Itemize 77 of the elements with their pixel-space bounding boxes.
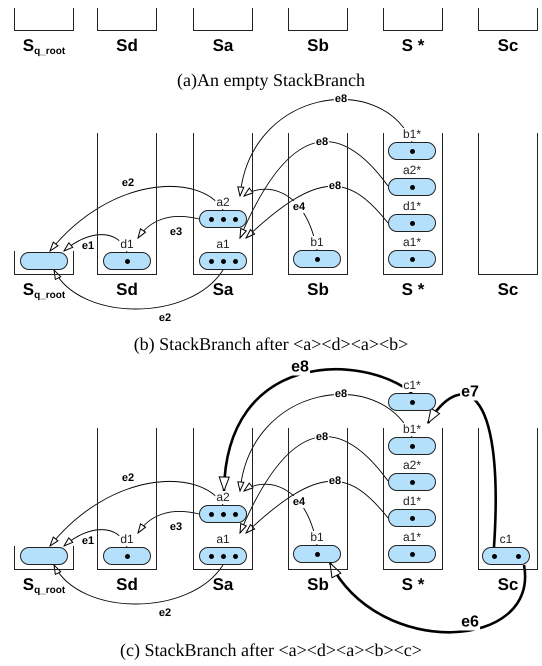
arrow — [246, 480, 388, 534]
edge-label: e3 — [168, 521, 184, 533]
entry-label: c1 — [498, 533, 514, 546]
edge-label: e8 — [290, 358, 310, 376]
arrow — [64, 234, 128, 252]
stack-label: Sa — [212, 37, 234, 55]
arrow — [50, 481, 224, 546]
stack-label: Sa — [212, 576, 234, 594]
entry-label: d1 — [119, 533, 135, 546]
entry-label: b1* — [402, 128, 422, 141]
arrow — [64, 529, 128, 548]
edge-label: e8 — [328, 180, 342, 192]
edge-label: e2 — [158, 312, 172, 324]
edge-label: e1 — [80, 535, 96, 547]
stack-label: Sd — [115, 281, 139, 299]
entry-label: c1* — [402, 379, 422, 392]
edge-label: e7 — [460, 384, 480, 400]
entry-label: b1 — [309, 531, 325, 544]
arrow — [244, 188, 318, 250]
arrow — [426, 393, 497, 548]
entry-label: a1 — [215, 533, 231, 546]
arrow — [244, 483, 318, 546]
arrow — [238, 394, 412, 492]
stack-label: S$_{q_root}$ — [22, 281, 66, 303]
arrow — [138, 216, 200, 238]
entry-label: a2* — [402, 459, 422, 472]
stack-label: S * — [400, 281, 426, 299]
edge-label: e2 — [120, 472, 136, 484]
entry-label: b1 — [309, 236, 325, 249]
edge-label: e8 — [334, 93, 348, 105]
stack-label: Sa — [212, 281, 234, 299]
entry-label: a2 — [215, 196, 231, 209]
figure-caption: (c) StackBranch after <a><d><a><b><c> — [119, 640, 423, 661]
entry-label: a1 — [215, 238, 231, 251]
edge-label: e8 — [328, 475, 342, 487]
stack-label: Sc — [496, 281, 520, 299]
edge-label: e2 — [120, 177, 136, 189]
entry-label: a2 — [215, 491, 231, 504]
edge-label: e3 — [168, 226, 184, 238]
stack-label: Sc — [496, 37, 520, 55]
edge-label: e8 — [334, 388, 348, 400]
stack-label: Sb — [306, 37, 330, 55]
entry-label: b1* — [402, 423, 422, 436]
stack-label: Sd — [115, 576, 139, 594]
stack-label: S$_{q_root}$ — [22, 576, 66, 598]
entry-label: d1* — [402, 495, 422, 508]
stack-label: Sc — [496, 576, 520, 594]
edge-label: e8 — [314, 136, 330, 148]
arrow — [240, 436, 388, 534]
entry-label: a1* — [402, 236, 422, 249]
arrow — [220, 368, 413, 492]
stack-label: Sb — [306, 281, 330, 299]
edge-label: e4 — [292, 496, 306, 508]
arrow — [240, 141, 388, 238]
stack-label: S * — [400, 576, 426, 594]
figure-caption: (b) StackBranch after <a><d><a><b> — [132, 334, 410, 355]
stack-label: Sb — [306, 576, 330, 594]
entry-label: d1 — [119, 238, 135, 251]
arrow — [54, 270, 224, 310]
arrow — [54, 564, 224, 604]
stack-label: Sd — [115, 37, 139, 55]
edge-label: e2 — [158, 607, 172, 619]
stack-label: S * — [400, 37, 426, 55]
arrow — [138, 511, 200, 534]
edge-label: e8 — [314, 431, 330, 443]
arrow — [328, 562, 526, 634]
edge-label: e4 — [292, 201, 306, 213]
entry-label: a2* — [402, 164, 422, 177]
entry-label: d1* — [402, 200, 422, 213]
stack-label: S$_{q_root}$ — [22, 37, 66, 59]
arrow — [50, 186, 224, 252]
figure-caption: (a)An empty StackBranch — [176, 70, 366, 91]
arrow — [238, 99, 412, 196]
edge-label: e6 — [460, 614, 480, 630]
entry-label: a1* — [402, 531, 422, 544]
arrow — [246, 186, 388, 238]
edge-label: e1 — [80, 240, 96, 252]
